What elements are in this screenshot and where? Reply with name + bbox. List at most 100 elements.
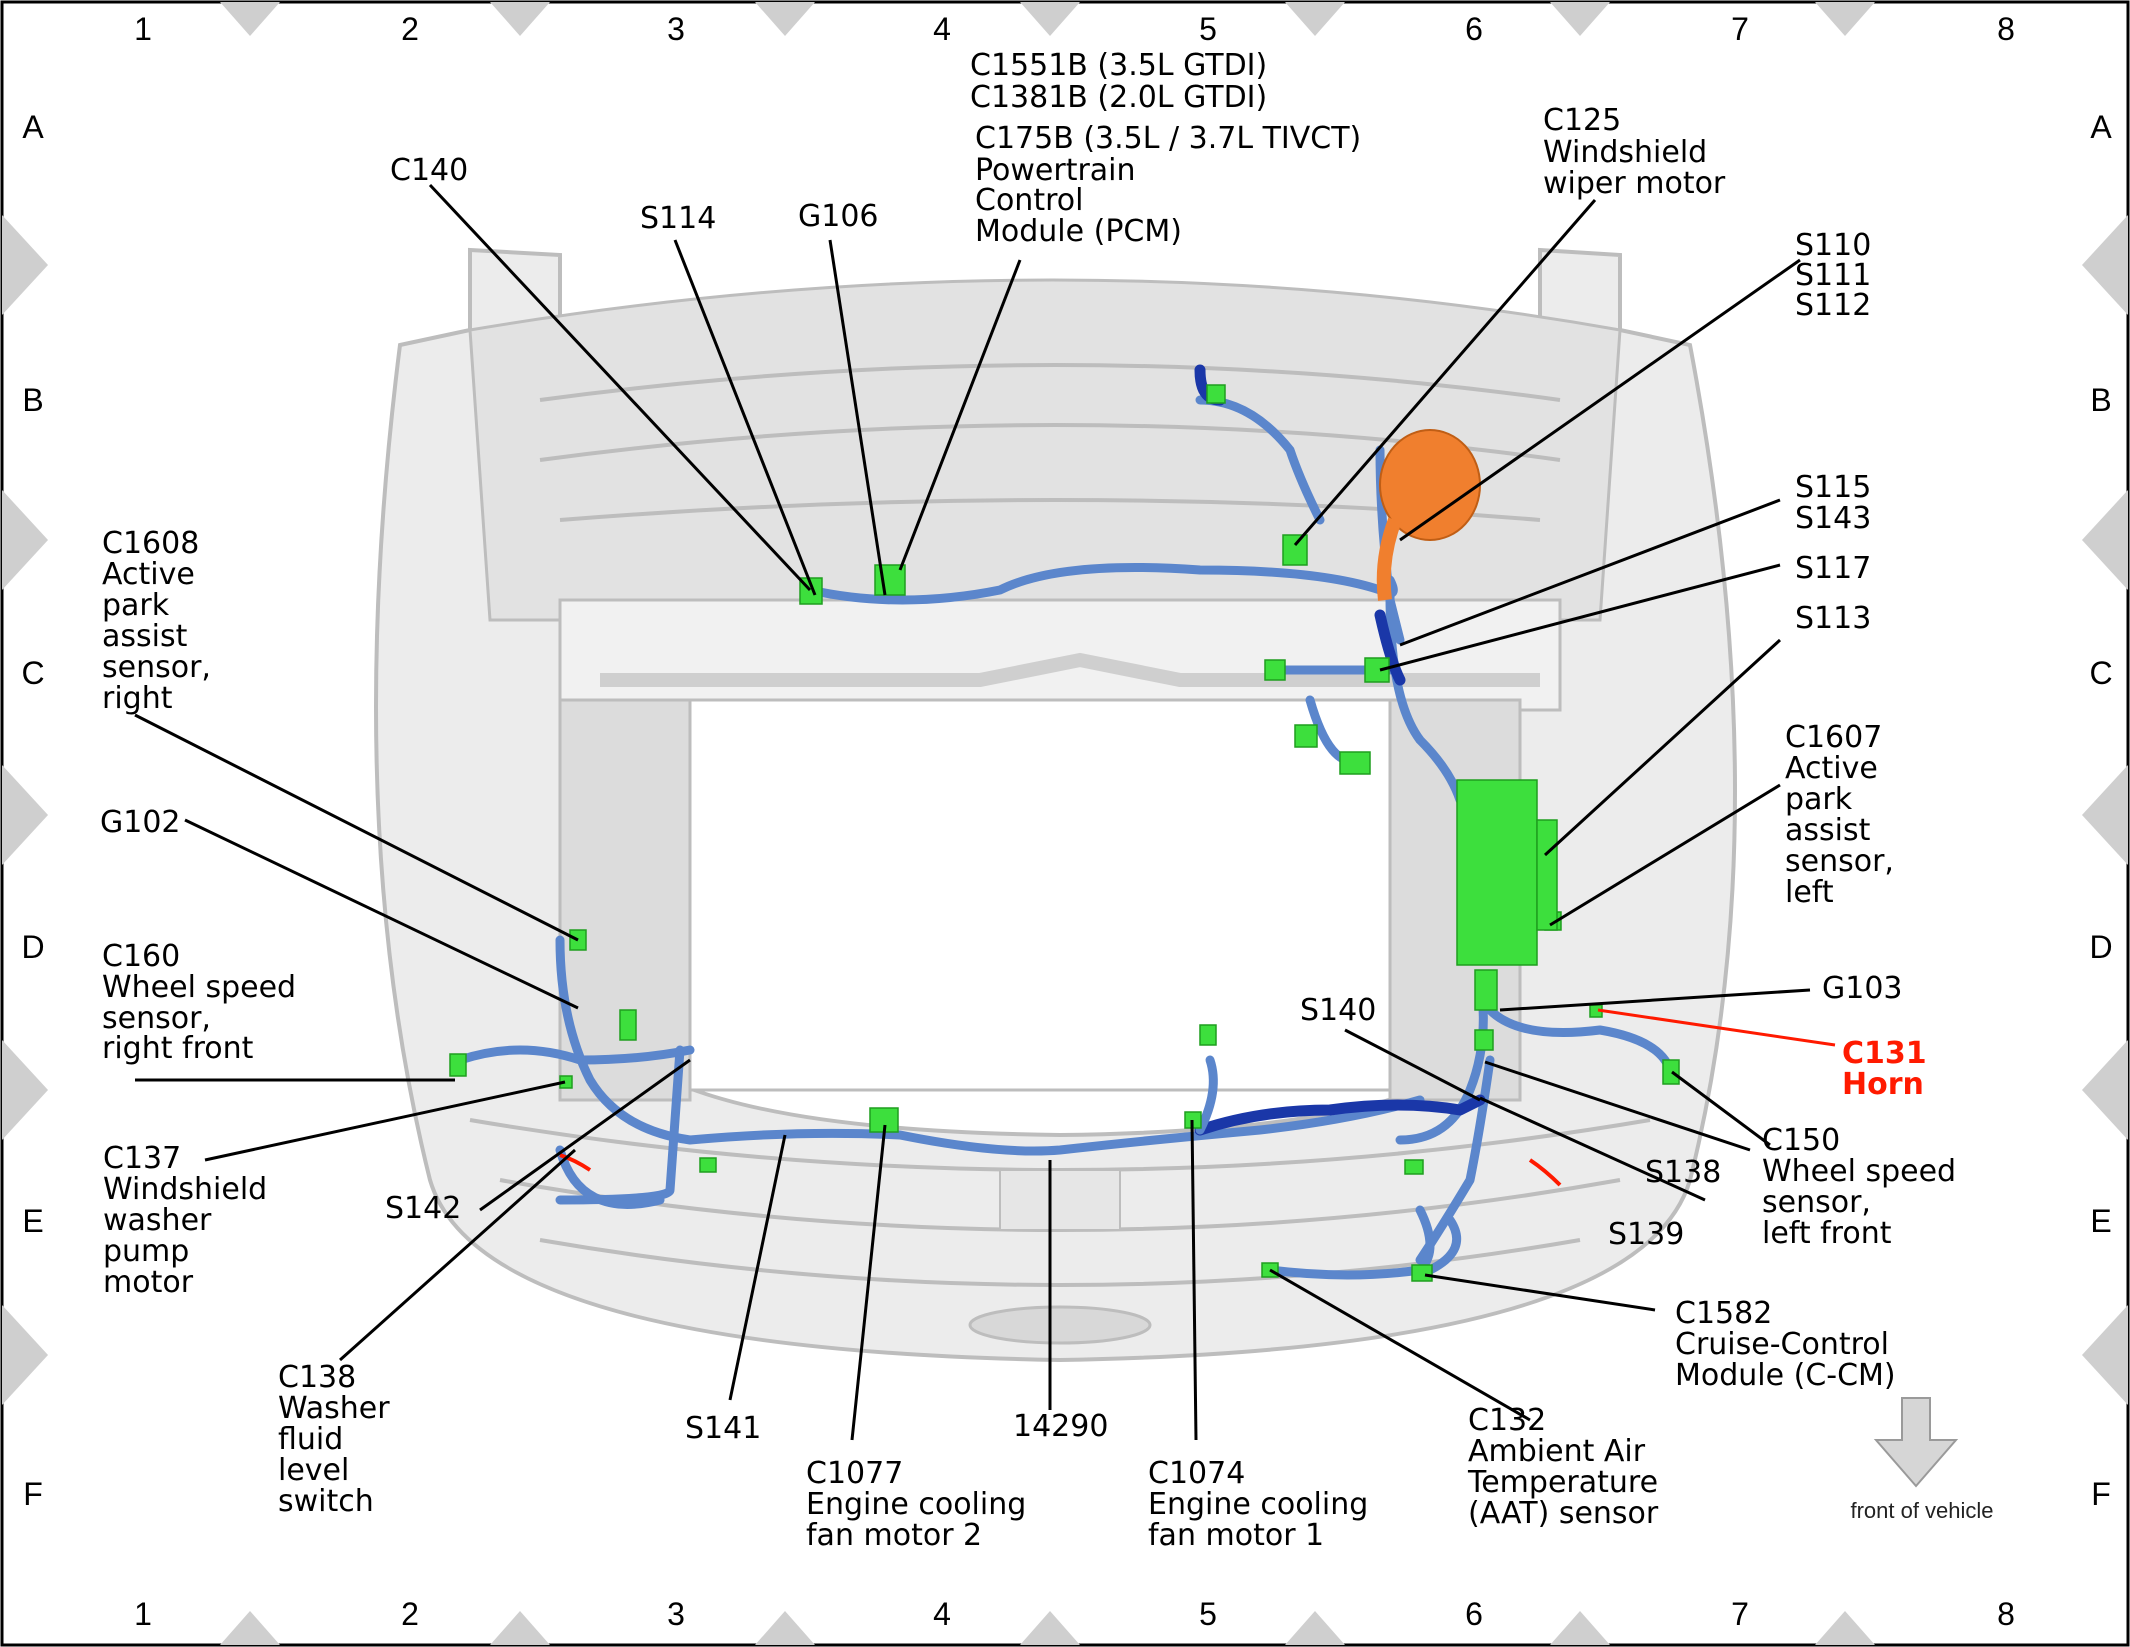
- label-c1608-line6: right: [102, 681, 173, 716]
- grid-col-label: 8: [1997, 1596, 2015, 1632]
- grid-col-label: 3: [667, 11, 685, 47]
- label-c131: C131: [1842, 1036, 1927, 1071]
- grid-col-label: 4: [933, 11, 951, 47]
- grid-column-labels-top: 1 2 3 4 5 6 7 8: [134, 11, 2015, 47]
- connector-top: [1206, 384, 1226, 404]
- label-g106: G106: [798, 199, 879, 234]
- label-c1607-line6: left: [1785, 875, 1834, 910]
- label-pcm-line6: Module (PCM): [975, 214, 1182, 249]
- connector-c125: [1282, 534, 1308, 566]
- label-s117: S117: [1795, 551, 1871, 586]
- label-c138-line5: switch: [278, 1484, 374, 1519]
- grid-column-labels-bottom: 1 2 3 4 5 6 7 8: [134, 1596, 2015, 1632]
- grid-col-label: 2: [401, 1596, 419, 1632]
- leader-lines: [134, 183, 1836, 1441]
- label-c1608-line5: sensor,: [102, 650, 211, 685]
- label-c1607-line5: sensor,: [1785, 844, 1894, 879]
- grid-row-label: D: [21, 929, 44, 965]
- red-horn-wire-left: [559, 1153, 592, 1172]
- connector-c150: [1662, 1059, 1680, 1085]
- label-c1608-line3: park: [102, 588, 170, 623]
- label-c132-line3: Temperature: [1467, 1465, 1658, 1500]
- connector-module-c1582: [1456, 779, 1538, 966]
- label-c125-line1: C125: [1543, 103, 1621, 138]
- label-c150-line2: Wheel speed: [1762, 1154, 1956, 1189]
- label-c132-line1: C132: [1468, 1403, 1546, 1438]
- wiper-motor-shaft: [1376, 517, 1402, 601]
- label-c132-line4: (AAT) sensor: [1468, 1496, 1659, 1531]
- label-s142: S142: [385, 1191, 461, 1226]
- label-c132-line2: Ambient Air: [1468, 1434, 1646, 1469]
- grid-col-label: 4: [933, 1596, 951, 1632]
- front-of-vehicle-indicator: front of vehicle: [1850, 1397, 1994, 1523]
- label-c138-line4: level: [278, 1453, 349, 1488]
- label-c1607-line4: assist: [1785, 813, 1871, 848]
- label-c1074-line2: Engine cooling: [1148, 1487, 1368, 1522]
- label-c1074-line3: fan motor 1: [1148, 1518, 1324, 1553]
- label-s111: S111: [1795, 258, 1871, 293]
- label-s115: S115: [1795, 470, 1871, 505]
- label-pcm-line2: C1381B (2.0L GTDI): [970, 80, 1267, 115]
- label-s114: S114: [640, 201, 716, 236]
- grid-col-label: 6: [1465, 1596, 1483, 1632]
- grid-col-label: 2: [401, 11, 419, 47]
- connector-c-row-3: [1339, 751, 1371, 775]
- grid-row-label: D: [2089, 929, 2112, 965]
- label-c1582-line2: Cruise-Control: [1675, 1327, 1889, 1362]
- label-s110: S110: [1795, 228, 1871, 263]
- grid-col-label: 1: [134, 11, 152, 47]
- label-c140: C140: [390, 153, 468, 188]
- grid-col-label: 5: [1199, 1596, 1217, 1632]
- grid-col-label: 1: [134, 1596, 152, 1632]
- label-s143: S143: [1795, 501, 1871, 536]
- grid-row-label: A: [2090, 109, 2112, 145]
- label-c131-horn: Horn: [1842, 1067, 1924, 1102]
- label-c137-line3: washer: [103, 1203, 212, 1238]
- grid-col-label: 8: [1997, 11, 2015, 47]
- grid-row-label: C: [2089, 655, 2112, 691]
- grid-row-label: E: [22, 1203, 43, 1239]
- label-c137-line4: pump: [103, 1234, 189, 1269]
- front-of-vehicle-label: front of vehicle: [1850, 1498, 1993, 1523]
- label-c150-line4: left front: [1762, 1216, 1892, 1251]
- grid-row-labels-left: A B C D E F: [21, 109, 44, 1512]
- connector-c160: [449, 1053, 467, 1077]
- component-labels: C140 S114 G106 C1551B (3.5L GTDI) C1381B…: [100, 48, 1956, 1553]
- grid-row-label: F: [2091, 1476, 2111, 1512]
- connector-s140: [1474, 969, 1498, 1011]
- label-c150-line1: C150: [1762, 1123, 1840, 1158]
- connector-c-row-2: [1294, 724, 1318, 748]
- connector-s117: [1364, 657, 1390, 683]
- label-s112: S112: [1795, 288, 1871, 323]
- vehicle-body-illustration: [374, 247, 1737, 1363]
- label-pcm-line1: C1551B (3.5L GTDI): [970, 48, 1267, 83]
- label-g102: G102: [100, 805, 181, 840]
- grid-row-label: C: [21, 655, 44, 691]
- grid-row-label: B: [2090, 382, 2111, 418]
- connector-fan-top: [1199, 1024, 1217, 1046]
- red-horn-wire-right: [1528, 1158, 1562, 1187]
- label-pcm-line4: Powertrain: [975, 153, 1136, 188]
- label-c160-line4: right front: [102, 1031, 254, 1066]
- front-arrow-icon: [1873, 1397, 1959, 1488]
- label-c1607-line1: C1607: [1785, 720, 1882, 755]
- connector-lower-right: [1404, 1159, 1424, 1175]
- label-s139: S139: [1608, 1217, 1684, 1252]
- label-c1607-line2: Active: [1785, 751, 1878, 786]
- label-c138-line1: C138: [278, 1360, 356, 1395]
- label-s138: S138: [1645, 1155, 1721, 1190]
- label-c1608-line2: Active: [102, 557, 195, 592]
- label-c1077-line1: C1077: [806, 1456, 903, 1491]
- label-s140: S140: [1300, 993, 1376, 1028]
- label-c150-line3: sensor,: [1762, 1185, 1871, 1220]
- label-c138-line3: fluid: [278, 1422, 343, 1457]
- connector-s138: [1474, 1029, 1494, 1051]
- label-c125-line2: Windshield: [1543, 135, 1707, 170]
- grid-col-label: 6: [1465, 11, 1483, 47]
- label-c1582-line1: C1582: [1675, 1296, 1772, 1331]
- label-pcm-line5: Control: [975, 183, 1083, 218]
- label-c160-line3: sensor,: [102, 1001, 211, 1036]
- connector-c1582: [1411, 1264, 1433, 1282]
- label-14290: 14290: [1013, 1409, 1108, 1444]
